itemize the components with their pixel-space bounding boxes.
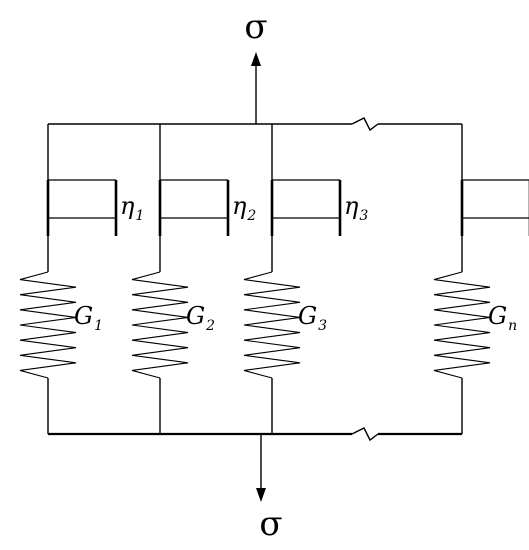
bottom-stress-arrowhead — [256, 488, 266, 502]
spring-label: G3 — [298, 302, 327, 334]
spring — [433, 271, 491, 379]
branch-4: ηnGn — [433, 124, 529, 434]
spring — [243, 271, 301, 379]
top-stress: σ — [244, 7, 268, 124]
damper — [270, 179, 342, 236]
damper — [460, 179, 529, 236]
damper — [158, 179, 230, 236]
spring — [131, 271, 189, 379]
spring-label: Gn — [488, 302, 517, 334]
branches: η1G1η2G2η3G3ηnGn — [19, 124, 529, 434]
damper — [46, 179, 118, 236]
top-rail — [48, 117, 462, 132]
damper-label: η3 — [344, 192, 368, 224]
spring-label-index: 1 — [94, 318, 103, 334]
bottom-rail — [48, 427, 462, 442]
top-stress-arrowhead — [251, 52, 261, 66]
spring-label-index: 2 — [205, 318, 215, 334]
bottom-stress-label: σ — [259, 504, 282, 544]
spring-label: G2 — [186, 302, 215, 334]
spring-label: G1 — [74, 302, 103, 334]
spring — [19, 271, 77, 379]
spring-label-index: 3 — [318, 318, 327, 334]
damper-label-index: 3 — [359, 208, 368, 224]
damper-label-index: 1 — [135, 208, 144, 224]
damper-label-index: 2 — [246, 208, 256, 224]
damper-label: η2 — [232, 192, 256, 224]
damper-label: η1 — [120, 192, 144, 224]
top-stress-label: σ — [244, 7, 267, 47]
spring-label-index: n — [508, 318, 517, 334]
bottom-stress: σ — [256, 434, 283, 544]
